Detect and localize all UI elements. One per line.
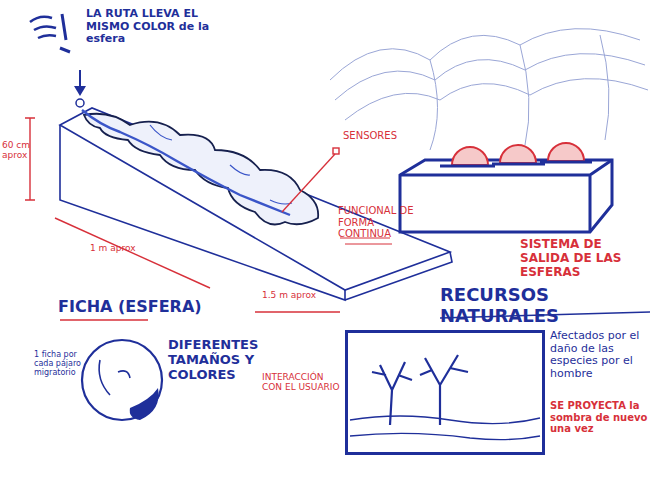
mountain-lines	[330, 29, 648, 150]
sphere-entry	[76, 99, 84, 107]
ground-waves	[350, 416, 540, 440]
annotation-text: LA RUTA LLEVA EL MISMO COLOR de la esfer…	[86, 8, 226, 46]
annotation-text: DIFERENTES TAMAÑOS Y COLORES	[168, 338, 268, 383]
sphere-sockets	[440, 162, 592, 166]
token-sphere	[82, 340, 162, 420]
width-dimension	[255, 311, 340, 312]
token-shadow	[130, 388, 159, 420]
annotation-text: SENSORES	[343, 130, 413, 142]
slope-front	[345, 252, 452, 300]
terrain-outline	[84, 114, 318, 225]
bird-symbol	[60, 14, 70, 52]
annotation-text: FUNCIONAL DE FORMA CONTINUA	[338, 205, 430, 240]
annotation-text: 1.5 m aprox	[262, 290, 322, 300]
token-detail	[99, 360, 130, 395]
tree-drawing	[372, 355, 468, 425]
wind-symbol	[30, 17, 56, 38]
annotation-text: SE PROYECTA la sombra de nuevo una vez	[550, 400, 654, 435]
annotation-text: 1 m aprox	[90, 243, 140, 253]
illustration-frame: RECURSOS NATURALES	[345, 330, 545, 455]
arrow-head	[74, 86, 86, 96]
sensor-leader	[282, 154, 335, 212]
output-box-node: SISTEMA DE SALIDA DE LAS ESFERAS	[400, 160, 612, 232]
node-heading: RECURSOS NATURALES	[440, 285, 656, 326]
underline	[60, 319, 148, 320]
river-branch	[150, 125, 292, 204]
slope-top	[60, 108, 450, 290]
sensor-marker	[333, 148, 339, 154]
annotation-text: FICHA (ESFERA)	[58, 298, 208, 316]
annotation-text: 1 ficha por cada pájaro migratorio	[34, 350, 84, 378]
depth-dimension	[55, 218, 210, 288]
annotation-text: 60 cm aprox	[2, 140, 32, 161]
annotation-text: INTERACCIÓN CON EL USUARIO	[262, 372, 340, 393]
annotation-text: Afectados por el daño de las especies po…	[550, 330, 654, 381]
box-edge	[400, 160, 612, 232]
node-heading: SISTEMA DE SALIDA DE LAS ESFERAS	[520, 238, 630, 279]
river-route	[82, 110, 290, 215]
output-box	[400, 160, 612, 232]
